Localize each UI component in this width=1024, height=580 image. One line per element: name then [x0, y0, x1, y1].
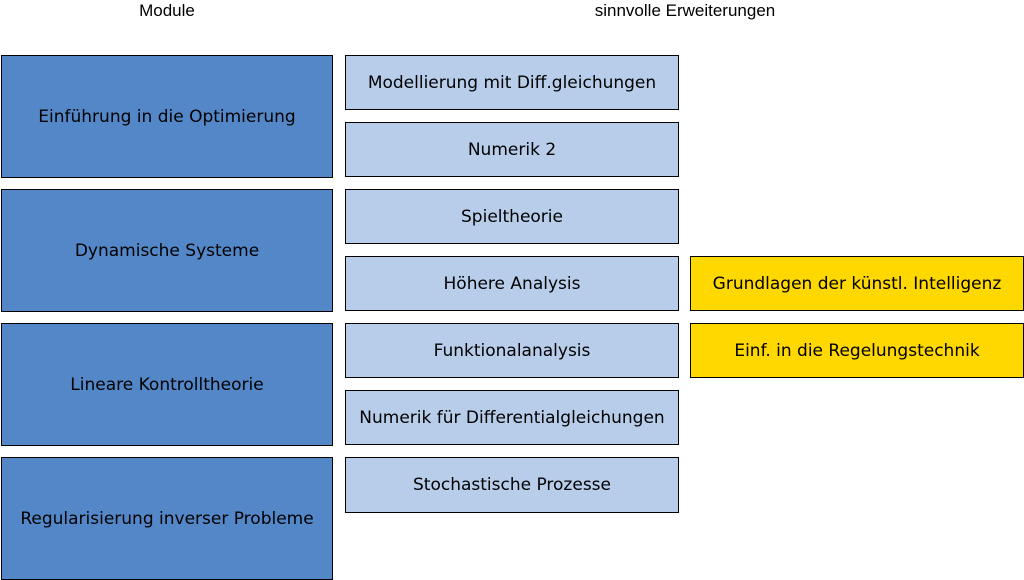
extension-box-numerik-2: Numerik 2: [345, 122, 679, 177]
extension-box-hoehere-analysis: Höhere Analysis: [345, 256, 679, 311]
extension-box-numerik-dgl: Numerik für Differentialgleichungen: [345, 390, 679, 445]
extension-box-regelungstechnik: Einf. in die Regelungstechnik: [690, 323, 1024, 378]
modules-header: Module: [139, 1, 195, 20]
extensions-header: sinnvolle Erweiterungen: [594, 1, 776, 20]
module-box-dynamische-systeme: Dynamische Systeme: [1, 189, 333, 312]
extension-box-stochastische-prozesse: Stochastische Prozesse: [345, 457, 679, 513]
extension-box-kuenstliche-intelligenz: Grundlagen der künstl. Intelligenz: [690, 256, 1024, 311]
module-box-kontrolltheorie: Lineare Kontrolltheorie: [1, 323, 333, 446]
extension-box-funktionalanalysis: Funktionalanalysis: [345, 323, 679, 378]
extension-box-modellierung: Modellierung mit Diff.gleichungen: [345, 55, 679, 110]
module-box-regularisierung: Regularisierung inverser Probleme: [1, 457, 333, 580]
extension-box-spieltheorie: Spieltheorie: [345, 189, 679, 244]
module-box-optimierung: Einführung in die Optimierung: [1, 55, 333, 178]
